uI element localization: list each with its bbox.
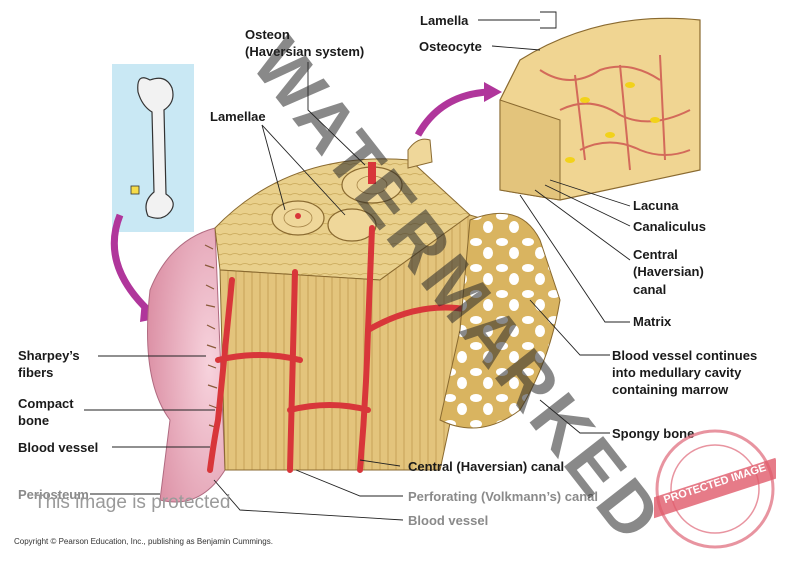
label-central-canal-bottom: Central (Haversian) canal <box>408 459 565 474</box>
label-sharpeys-2: fibers <box>18 365 54 380</box>
stamp-circle-icon <box>647 429 782 549</box>
canaliculi-network <box>539 54 691 171</box>
lamella-piece <box>407 138 433 169</box>
osteocytes <box>565 82 660 163</box>
label-blood-continues-1: Blood vessel continues <box>612 348 758 363</box>
label-blood-continues-2: into medullary cavity <box>612 365 742 380</box>
osteon-mid <box>327 208 377 242</box>
lamella-detail-face <box>499 99 561 201</box>
label-perforating-canal: Perforating (Volkmann’s) canal <box>408 489 598 504</box>
arrow-left <box>110 213 153 315</box>
label-central-2: (Haversian) <box>633 264 704 279</box>
label-central-3: canal <box>633 282 667 297</box>
label-sharpeys-1: Sharpey’s <box>18 348 80 363</box>
protected-stamp: PROTECTED IMAGE <box>647 428 782 550</box>
inset-marker <box>130 185 140 195</box>
label-haversian-system: (Haversian system) <box>245 44 365 59</box>
label-spongy-bone: Spongy bone <box>612 426 695 441</box>
long-bone-icon <box>137 77 174 219</box>
label-osteocyte: Osteocyte <box>419 39 482 54</box>
blood-vessels <box>207 225 533 473</box>
label-compact-2: bone <box>18 413 50 428</box>
label-central-1: Central <box>633 247 678 262</box>
arrow-top <box>414 88 489 137</box>
label-osteon: Osteon <box>245 27 290 42</box>
label-lamellae: Lamellae <box>210 109 266 124</box>
label-compact-1: Compact <box>18 396 74 411</box>
label-matrix: Matrix <box>633 314 672 329</box>
label-blood-continues-3: containing marrow <box>612 382 729 397</box>
label-blood-vessel-bottom: Blood vessel <box>408 513 489 528</box>
sharpeys-fibers <box>204 244 219 429</box>
label-lacuna: Lacuna <box>633 198 679 213</box>
label-canaliculus: Canaliculus <box>633 219 706 234</box>
copyright-text: Copyright © Pearson Education, Inc., pub… <box>14 537 273 546</box>
label-lamella: Lamella <box>420 13 469 28</box>
leader-lines <box>84 11 631 521</box>
periosteum-layer <box>147 227 226 503</box>
spongy-bone <box>439 212 561 429</box>
protected-notice: This image is protected <box>34 492 231 513</box>
label-blood-vessel-left: Blood vessel <box>18 440 99 455</box>
label-periosteum: Periosteum <box>18 487 89 502</box>
